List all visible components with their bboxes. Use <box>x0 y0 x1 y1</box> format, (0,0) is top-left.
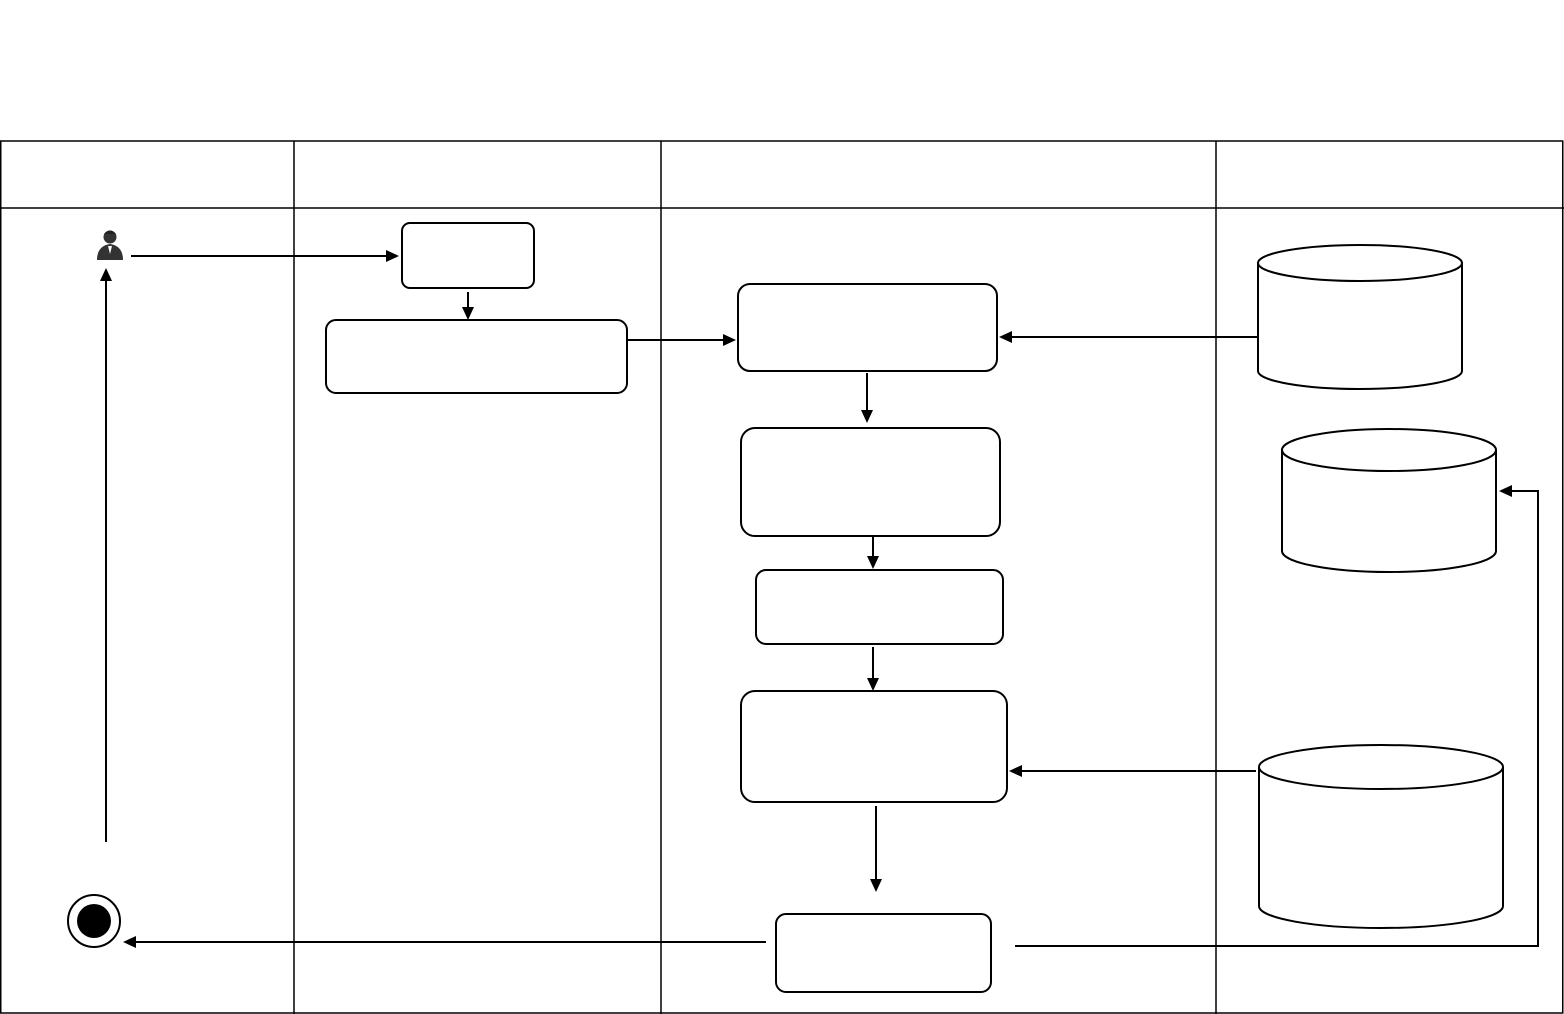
final-node <box>67 894 121 948</box>
edge-db3-to-box-f <box>1009 765 1256 777</box>
activity-box-d <box>740 427 1001 537</box>
edge-box-e-to-box-f <box>867 647 879 691</box>
datastore-2 <box>1281 428 1497 573</box>
edge-end-to-actor <box>100 268 112 842</box>
lanes-border <box>0 140 1564 1014</box>
edge-box-g-to-end <box>123 936 766 948</box>
swimlane-frame <box>0 140 1564 1014</box>
edge-box-g-to-db2 <box>1015 485 1539 947</box>
edges <box>100 250 1539 948</box>
activity-box-f <box>740 690 1008 803</box>
activity-box-c <box>737 283 998 372</box>
datastore-1 <box>1257 244 1463 390</box>
edge-box-c-to-box-d <box>861 373 873 423</box>
activity-box-b <box>325 319 628 394</box>
user-icon <box>97 230 123 260</box>
edge-box-a-to-box-b <box>462 292 474 320</box>
datastore-3 <box>1258 744 1504 929</box>
activity-box-e <box>755 569 1004 645</box>
activity-box-a <box>401 222 535 289</box>
edge-db1-to-box-c <box>999 331 1257 343</box>
edge-box-b-to-box-c <box>628 334 736 346</box>
edge-box-d-to-box-e <box>867 537 879 569</box>
edge-box-f-to-box-g <box>870 806 882 892</box>
activity-box-g <box>775 913 992 993</box>
edge-actor-to-box-a <box>131 250 399 262</box>
